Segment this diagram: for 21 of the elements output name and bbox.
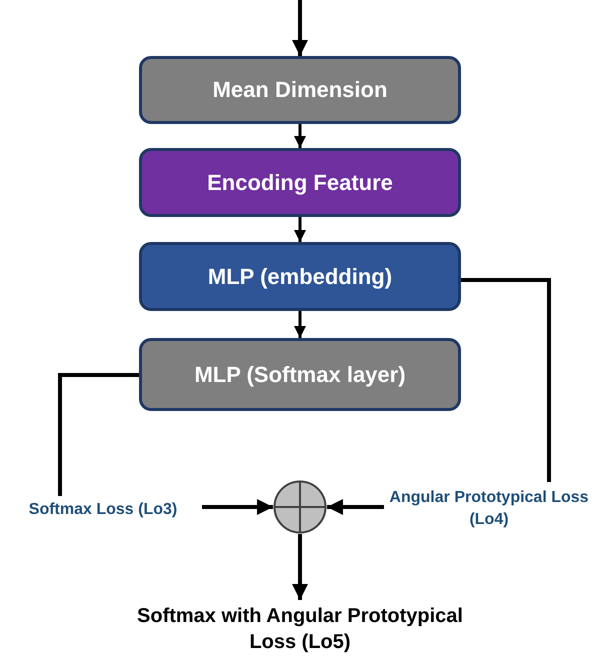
process-box [139,338,461,411]
arrow [292,534,308,600]
process-box [139,148,461,217]
process-box [139,242,461,311]
connector-line [58,373,139,496]
arrow [294,124,306,148]
process-box [139,56,461,124]
arrow [292,0,308,56]
loss-label: Angular Prototypical Loss (Lo4) [388,488,590,530]
arrow [202,499,273,515]
output-label: Softmax with Angular Prototypical Loss (Lo5) [136,604,464,655]
arrow [327,499,384,515]
arrow [294,311,306,338]
box-label: MLP (Softmax layer) [194,362,406,388]
summing-junction [273,480,327,534]
box-label: MLP (embedding) [208,264,392,290]
loss-label: Softmax Loss (Lo3) [28,500,178,520]
connector-line [461,278,551,482]
arrow [294,217,306,242]
box-label: Mean Dimension [212,77,388,103]
box-label: Encoding Feature [207,170,393,196]
